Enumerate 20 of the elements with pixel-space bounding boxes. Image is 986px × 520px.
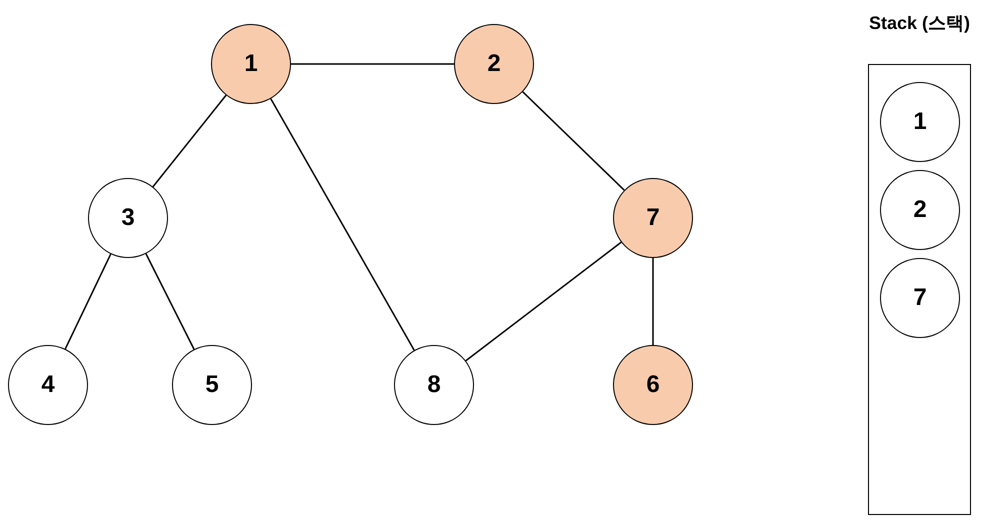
stack-heading: Stack (스택)	[868, 12, 972, 35]
edge-line	[291, 63, 454, 65]
edge-line	[145, 253, 195, 350]
node-number: 2	[487, 50, 501, 78]
node-number: 5	[205, 371, 219, 399]
edge-line	[64, 254, 112, 350]
node-number: 3	[121, 204, 135, 232]
node-number: 2	[913, 196, 927, 224]
node-number: 1	[244, 50, 258, 78]
node-number: 6	[646, 371, 660, 399]
edge-line	[522, 91, 625, 191]
node-number: 1	[913, 108, 927, 136]
edge-line	[652, 258, 654, 345]
node-number: 7	[913, 284, 927, 312]
node-number: 7	[646, 204, 660, 232]
edge-line	[270, 98, 415, 351]
node-number: 8	[427, 371, 441, 399]
edge-line	[152, 94, 227, 188]
edge-line	[465, 242, 622, 362]
node-number: 4	[41, 371, 55, 399]
